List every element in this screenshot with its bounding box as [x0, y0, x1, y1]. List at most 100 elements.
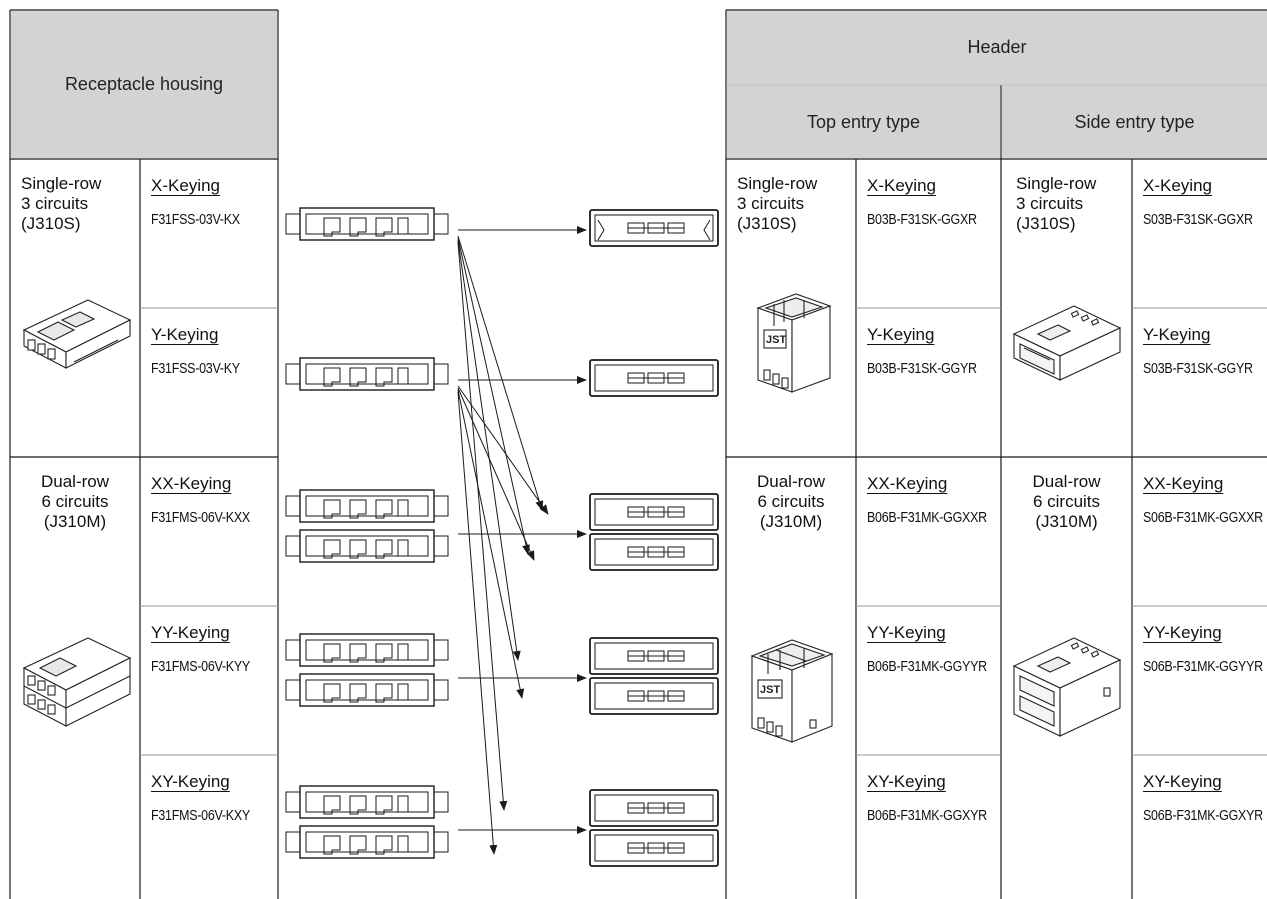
side-entry-row: XX-Keying S06B-F31MK-GGXXR: [1133, 458, 1267, 605]
part-number: F31FMS-06V-KYY: [151, 659, 250, 675]
part-number: S06B-F31MK-GGYYR: [1143, 659, 1263, 675]
header-top-dual-icon: JST: [750, 639, 834, 743]
receptacle-housing-title: Receptacle housing: [64, 74, 224, 94]
top-entry-row: YY-Keying B06B-F31MK-GGYYR: [857, 607, 1000, 754]
header-single-x-drawing: [589, 209, 719, 247]
header-side-dual-icon: [1012, 637, 1122, 737]
header-top-single-icon: JST: [756, 293, 832, 393]
keying-label: XX-Keying: [867, 474, 948, 493]
group-label-line: Single-row: [1016, 174, 1097, 193]
group-label-line: 3 circuits: [1016, 194, 1084, 213]
part-number: S03B-F31SK-GGXR: [1143, 212, 1253, 228]
part-number: B03B-F31SK-GGYR: [867, 361, 977, 377]
receptacle-dual-xy-drawing-lower: [285, 825, 449, 859]
part-number: S06B-F31MK-GGXYR: [1143, 808, 1263, 824]
keying-label: YY-Keying: [1143, 623, 1222, 642]
keying-label: X-Keying: [1143, 176, 1212, 195]
top-entry-single-group: Single-row 3 circuits (J310S): [727, 160, 855, 456]
receptacle-dual-xy-drawing: [285, 785, 449, 819]
top-entry-row: X-Keying B03B-F31SK-GGXR: [857, 160, 1000, 307]
header-group-header: Header: [727, 11, 1267, 84]
group-label-line: (J310M): [1035, 512, 1098, 531]
group-label-line: Dual-row: [40, 472, 110, 491]
header-dual-yy-drawing-lower: [589, 677, 719, 715]
keying-label: Y-Keying: [151, 325, 219, 344]
part-number: B06B-F31MK-GGYYR: [867, 659, 987, 675]
side-entry-title: Side entry type: [1074, 111, 1195, 132]
header-single-y-drawing: [589, 359, 719, 397]
group-label-line: 6 circuits: [41, 492, 109, 511]
header-dual-yy-drawing: [589, 637, 719, 675]
header-side-single-icon: [1012, 305, 1122, 381]
part-number: B06B-F31MK-GGXXR: [867, 510, 987, 526]
receptacle-dual-xx-drawing: [285, 489, 449, 523]
receptacle-housing-header: Receptacle housing: [11, 11, 277, 158]
receptacle-row: Y-Keying F31FSS-03V-KY: [141, 309, 277, 456]
keying-label: XX-Keying: [151, 474, 232, 493]
group-label-line: Single-row: [21, 174, 102, 193]
keying-label: YY-Keying: [867, 623, 946, 642]
side-entry-row: YY-Keying S06B-F31MK-GGYYR: [1133, 607, 1267, 754]
part-number: B06B-F31MK-GGXYR: [867, 808, 987, 824]
part-number: F31FSS-03V-KX: [151, 212, 240, 228]
receptacle-dual-yy-drawing: [285, 633, 449, 667]
part-number: S06B-F31MK-GGXXR: [1143, 510, 1263, 526]
side-entry-row: Y-Keying S03B-F31SK-GGYR: [1133, 309, 1267, 456]
top-entry-row: XY-Keying B06B-F31MK-GGXYR: [857, 756, 1000, 899]
top-entry-row: Y-Keying B03B-F31SK-GGYR: [857, 309, 1000, 456]
jst-logo-text: JST: [766, 334, 786, 346]
side-entry-row: XY-Keying S06B-F31MK-GGXYR: [1133, 756, 1267, 899]
group-label-line: Dual-row: [1032, 472, 1101, 491]
group-label-line: (J310S): [737, 214, 797, 233]
jst-logo-text: JST: [760, 684, 780, 696]
side-entry-dual-group: Dual-row 6 circuits (J310M): [1002, 458, 1131, 898]
group-label-line: (J310M): [43, 512, 107, 531]
receptacle-dual-group: Dual-row 6 circuits (J310M): [11, 458, 139, 898]
keying-label: Y-Keying: [1143, 325, 1211, 344]
keying-label: XY-Keying: [151, 772, 230, 791]
header-dual-xx-drawing-lower: [589, 533, 719, 571]
group-label-line: Single-row: [737, 174, 818, 193]
keying-label: XY-Keying: [867, 772, 946, 791]
receptacle-row: XY-Keying F31FMS-06V-KXY: [141, 756, 277, 899]
keying-label: XY-Keying: [1143, 772, 1222, 791]
group-label-line: 3 circuits: [21, 194, 89, 213]
keying-label: YY-Keying: [151, 623, 230, 642]
receptacle-dual-xx-drawing-lower: [285, 529, 449, 563]
keying-label: X-Keying: [867, 176, 936, 195]
mating-arrows: [457, 226, 587, 855]
keying-label: Y-Keying: [867, 325, 935, 344]
receptacle-row: YY-Keying F31FMS-06V-KYY: [141, 607, 277, 754]
header-title: Header: [967, 37, 1027, 57]
group-label-line: 6 circuits: [757, 492, 825, 511]
keying-label: X-Keying: [151, 176, 220, 195]
keying-label: XX-Keying: [1143, 474, 1224, 493]
receptacle-single-x-drawing: [285, 207, 449, 241]
part-number: F31FMS-06V-KXX: [151, 510, 250, 526]
side-entry-single-group: Single-row 3 circuits (J310S): [1002, 160, 1131, 456]
receptacle-dual-yy-drawing-lower: [285, 673, 449, 707]
part-number: F31FMS-06V-KXY: [151, 808, 250, 824]
group-label-line: 3 circuits: [737, 194, 805, 213]
header-dual-xy-drawing: [589, 789, 719, 827]
top-entry-title: Top entry type: [806, 111, 921, 132]
receptacle-single-icon: [22, 299, 132, 369]
group-label-line: (J310M): [759, 512, 823, 531]
top-entry-dual-group: Dual-row 6 circuits (J310M): [727, 458, 855, 898]
group-label-line: 6 circuits: [1032, 492, 1101, 511]
top-entry-row: XX-Keying B06B-F31MK-GGXXR: [857, 458, 1000, 605]
group-label-line: (J310S): [21, 214, 81, 233]
part-number: F31FSS-03V-KY: [151, 361, 240, 377]
part-number: B03B-F31SK-GGXR: [867, 212, 977, 228]
mating-diagram: [285, 207, 719, 867]
receptacle-row: X-Keying F31FSS-03V-KX: [141, 160, 277, 307]
header-dual-xy-drawing-lower: [589, 829, 719, 867]
part-number: S03B-F31SK-GGYR: [1143, 361, 1253, 377]
receptacle-single-y-drawing: [285, 357, 449, 391]
header-dual-xx-drawing: [589, 493, 719, 531]
group-label-line: Dual-row: [756, 472, 826, 491]
side-entry-header: Side entry type: [1002, 86, 1267, 158]
receptacle-dual-icon: [22, 637, 132, 727]
receptacle-row: XX-Keying F31FMS-06V-KXX: [141, 458, 277, 605]
